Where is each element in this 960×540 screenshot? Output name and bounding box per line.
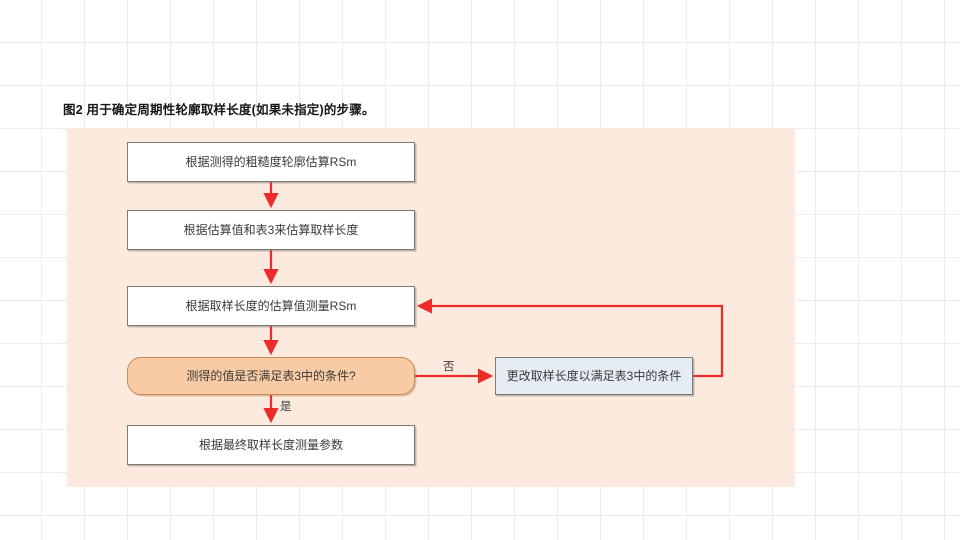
flowchart-node-condition-check[interactable]: 测得的值是否满足表3中的条件? — [127, 357, 415, 395]
flowchart-node-measure-params[interactable]: 根据最终取样长度测量参数 — [127, 425, 415, 465]
flowchart-node-change-length[interactable]: 更改取样长度以满足表3中的条件 — [495, 357, 693, 395]
flowchart-node-label: 根据最终取样长度测量参数 — [198, 437, 343, 452]
flowchart-node-label: 根据取样长度的估算值测量RSm — [185, 298, 357, 313]
flowchart-node-label: 根据测得的粗糙度轮廓估算RSm — [185, 154, 357, 169]
flowchart-node-estimate-length[interactable]: 根据估算值和表3来估算取样长度 — [127, 210, 415, 250]
flowchart-node-estimate-rsm[interactable]: 根据测得的粗糙度轮廓估算RSm — [127, 142, 415, 182]
figure-caption: 图2 用于确定周期性轮廓取样长度(如果未指定)的步骤。 — [63, 103, 375, 117]
flowchart-node-measure-rsm[interactable]: 根据取样长度的估算值测量RSm — [127, 286, 415, 326]
flowchart-node-label: 根据估算值和表3来估算取样长度 — [183, 222, 359, 237]
flowchart-node-label: 更改取样长度以满足表3中的条件 — [506, 368, 682, 383]
flowchart-node-label: 测得的值是否满足表3中的条件? — [186, 368, 356, 383]
edge-label-yes: 是 — [280, 401, 292, 413]
edge-label-no: 否 — [443, 361, 455, 373]
